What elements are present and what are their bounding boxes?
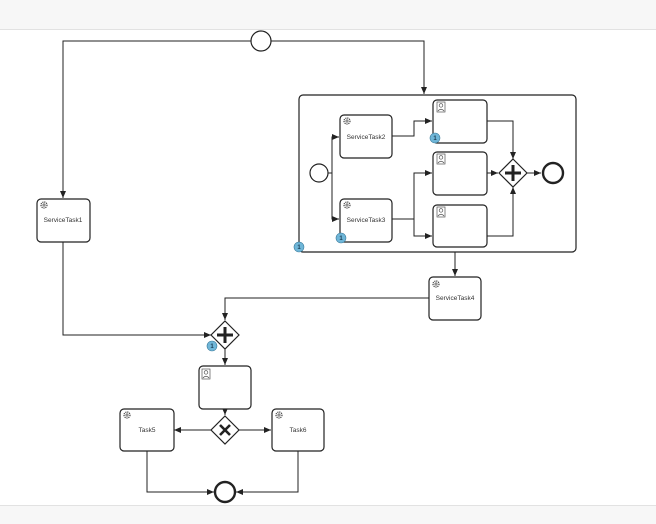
service-task-1[interactable]: ServiceTask1	[36, 198, 91, 243]
task-label: Task5	[139, 427, 156, 434]
plus-icon	[505, 165, 521, 181]
end-event[interactable]	[213, 480, 237, 504]
user-task-d[interactable]	[198, 365, 252, 410]
task-label: ServiceTask1	[44, 217, 83, 224]
user-task-c[interactable]	[432, 204, 488, 248]
flow-task6-to-end	[236, 451, 299, 495]
flow-task5-to-end	[146, 451, 214, 495]
task-label: ServiceTask3	[347, 217, 386, 224]
badge-service-task-3: 1	[335, 232, 347, 244]
flow-inner-start-to-servicetask2	[328, 134, 339, 174]
user-icon	[436, 206, 446, 218]
task-label: Task6	[290, 427, 307, 434]
inner-end-event[interactable]	[541, 161, 565, 185]
parallel-gateway-join[interactable]	[210, 320, 240, 350]
svg-text:1: 1	[433, 136, 437, 142]
start-event[interactable]	[250, 30, 272, 52]
user-task-b[interactable]	[432, 151, 488, 196]
svg-text:1: 1	[339, 236, 343, 242]
inner-start-event[interactable]	[309, 163, 329, 183]
user-icon	[436, 153, 446, 165]
user-icon	[201, 368, 211, 380]
flow-servicetask1-to-join	[62, 242, 211, 338]
flow-inner-start-to-servicetask3	[331, 173, 339, 222]
badge-user-task-a: 1	[429, 132, 441, 144]
top-toolbar	[0, 0, 656, 30]
user-icon	[436, 101, 446, 113]
plus-icon	[217, 327, 233, 343]
svg-text:1: 1	[210, 344, 214, 350]
service-task-4[interactable]: ServiceTask4	[428, 276, 482, 321]
task-5[interactable]: Task5	[119, 408, 175, 452]
flow-start-to-servicetask1	[60, 40, 251, 198]
parallel-gateway-split-join[interactable]	[498, 158, 528, 188]
task-label: ServiceTask2	[347, 134, 386, 141]
badge-subprocess: 1	[293, 241, 305, 253]
bottom-bar	[0, 505, 656, 524]
badge-parallel-join: 1	[206, 340, 218, 352]
flow-usertask-a-to-gateway	[487, 120, 516, 159]
x-icon	[219, 424, 231, 436]
subprocess[interactable]	[298, 94, 577, 253]
service-task-2[interactable]: ServiceTask2	[339, 114, 393, 159]
flow-start-to-subprocess	[271, 40, 427, 94]
task-label: ServiceTask4	[436, 295, 475, 302]
svg-text:1: 1	[297, 245, 301, 251]
task-6[interactable]: Task6	[271, 408, 325, 452]
service-task-3[interactable]: ServiceTask3	[339, 198, 393, 243]
user-task-a[interactable]	[432, 99, 488, 144]
flow-servicetask2-to-usertask-a	[392, 118, 432, 137]
flow-servicetask3-to-usertask-c	[413, 219, 432, 239]
flow-servicetask3-to-usertask-b	[392, 170, 432, 220]
flow-usertask-c-to-gateway	[487, 187, 516, 237]
exclusive-gateway[interactable]	[210, 415, 240, 445]
flow-servicetask4-to-join	[222, 297, 429, 320]
